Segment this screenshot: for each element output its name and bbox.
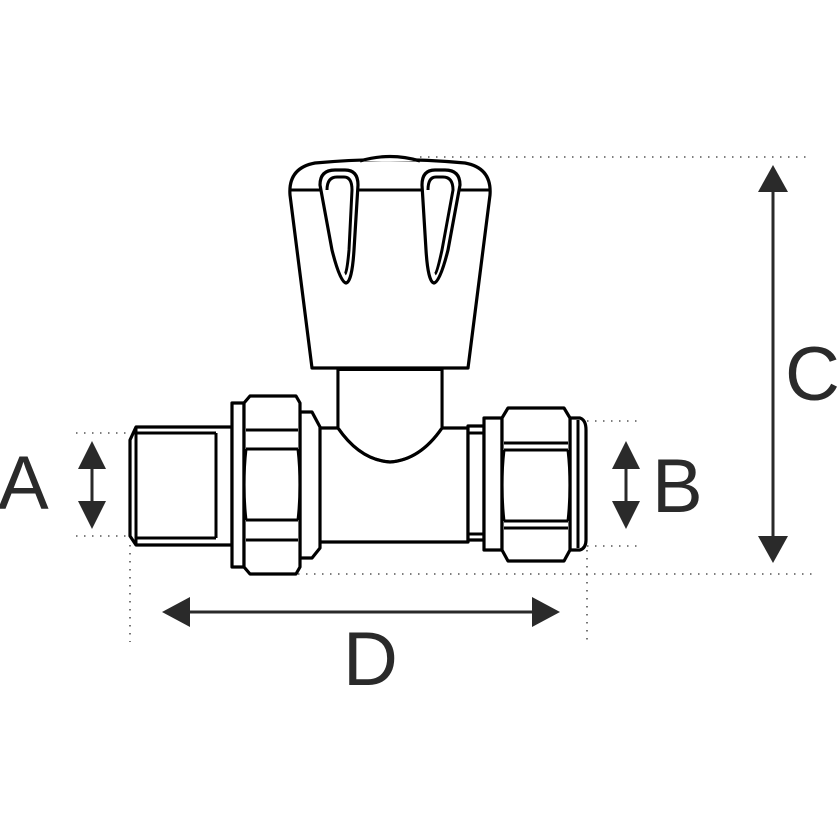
left-union-nut <box>230 394 322 576</box>
dimension-a: A <box>0 441 106 529</box>
left-threaded-tail <box>128 425 234 547</box>
extension-lines <box>76 156 812 642</box>
dimension-label-d: D <box>343 617 398 702</box>
handwheel-cap <box>288 154 492 370</box>
dimension-label-b: B <box>652 444 703 529</box>
right-compression-nut <box>466 406 588 563</box>
dimension-label-c: C <box>785 332 840 417</box>
dimension-c: C <box>758 165 840 563</box>
dimension-b: B <box>612 441 703 529</box>
dimension-label-a: A <box>0 441 49 526</box>
valve-body <box>316 371 470 544</box>
dimension-d: D <box>162 597 560 702</box>
